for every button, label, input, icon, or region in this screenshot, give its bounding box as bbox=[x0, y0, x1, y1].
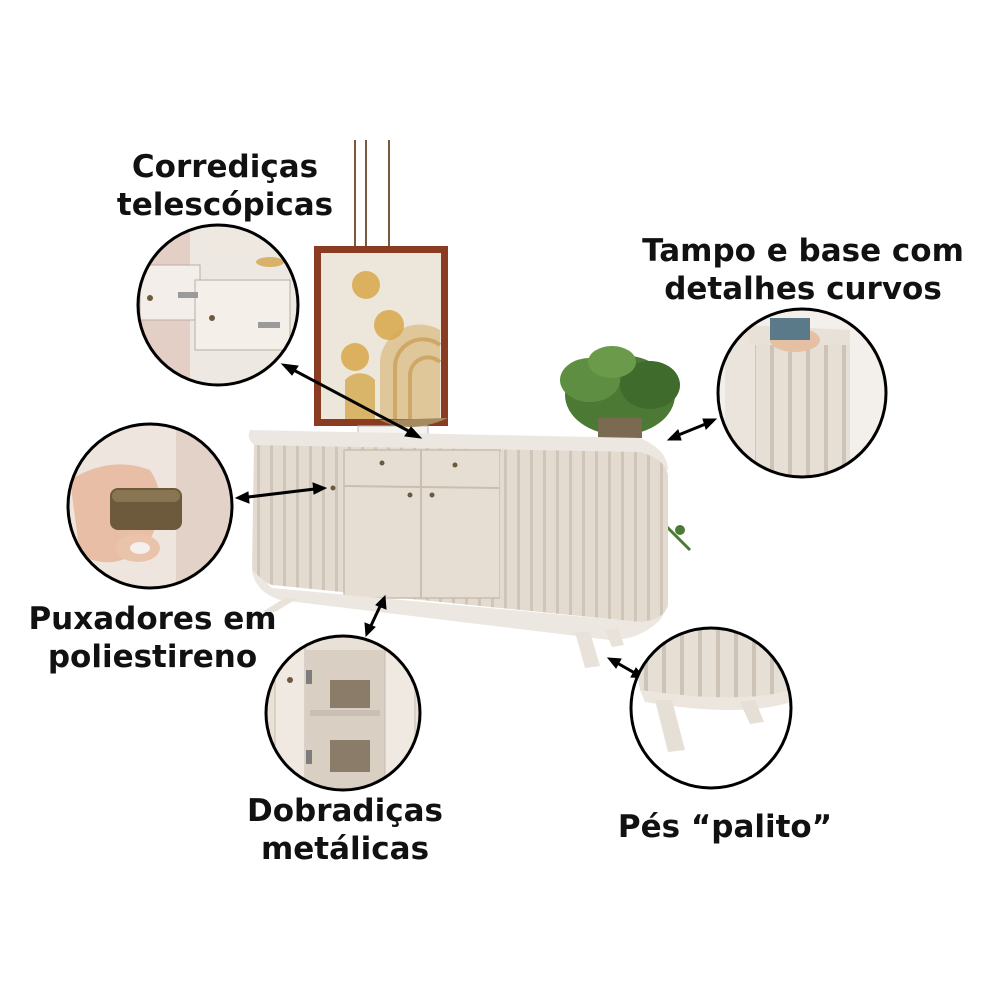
label-slides-line1: Corrediças bbox=[131, 149, 319, 185]
detail-circle-handles bbox=[66, 422, 234, 590]
callout-arrows bbox=[234, 363, 718, 679]
wall-art bbox=[314, 246, 448, 426]
label-handles: Puxadores em poliestireno bbox=[10, 600, 295, 676]
label-feet-line1: Pés “palito” bbox=[617, 809, 833, 845]
detail-circle-slides bbox=[136, 223, 300, 387]
detail-circle-feet bbox=[629, 626, 793, 790]
label-top-line1: Tampo e base com bbox=[642, 233, 964, 269]
label-slides-line2: telescópicas bbox=[116, 187, 334, 223]
label-hinges: Dobradiças metálicas bbox=[225, 792, 465, 868]
label-handles-line1: Puxadores em bbox=[28, 601, 277, 637]
sideboard bbox=[248, 430, 668, 668]
label-slides: Corrediças telescópicas bbox=[100, 148, 350, 224]
label-feet: Pés “palito” bbox=[600, 808, 850, 846]
label-top-base: Tampo e base com detalhes curvos bbox=[618, 232, 988, 308]
lamp-bulbs bbox=[341, 271, 404, 371]
detail-circle-hinges bbox=[264, 634, 422, 792]
label-hinges-line1: Dobradiças bbox=[247, 793, 443, 829]
label-top-line2: detalhes curvos bbox=[664, 271, 942, 307]
label-handles-line2: poliestireno bbox=[47, 639, 258, 675]
detail-circle-top bbox=[716, 307, 888, 479]
label-hinges-line2: metálicas bbox=[260, 831, 430, 867]
